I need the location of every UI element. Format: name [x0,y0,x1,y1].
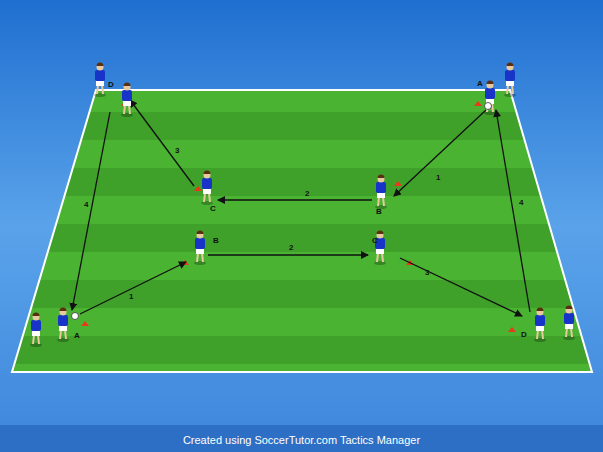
pass-number: 3 [175,146,179,155]
pass-number: 1 [436,173,440,182]
pass-number: 4 [84,200,88,209]
pass-number: 1 [129,292,133,301]
player-letter: A [477,79,483,88]
player-letter: D [521,330,527,339]
player-letter: A [74,331,80,340]
pass-number: 2 [305,189,309,198]
player-letter: C [210,204,216,213]
pass-number: 2 [289,243,293,252]
caption: Created using SoccerTutor.com Tactics Ma… [0,434,603,446]
player-letter: C [372,236,378,245]
player-letter: B [213,236,219,245]
player-letter: B [376,207,382,216]
pass-number: 4 [519,198,523,207]
player-letter: D [108,80,114,89]
pass-number: 3 [425,268,429,277]
